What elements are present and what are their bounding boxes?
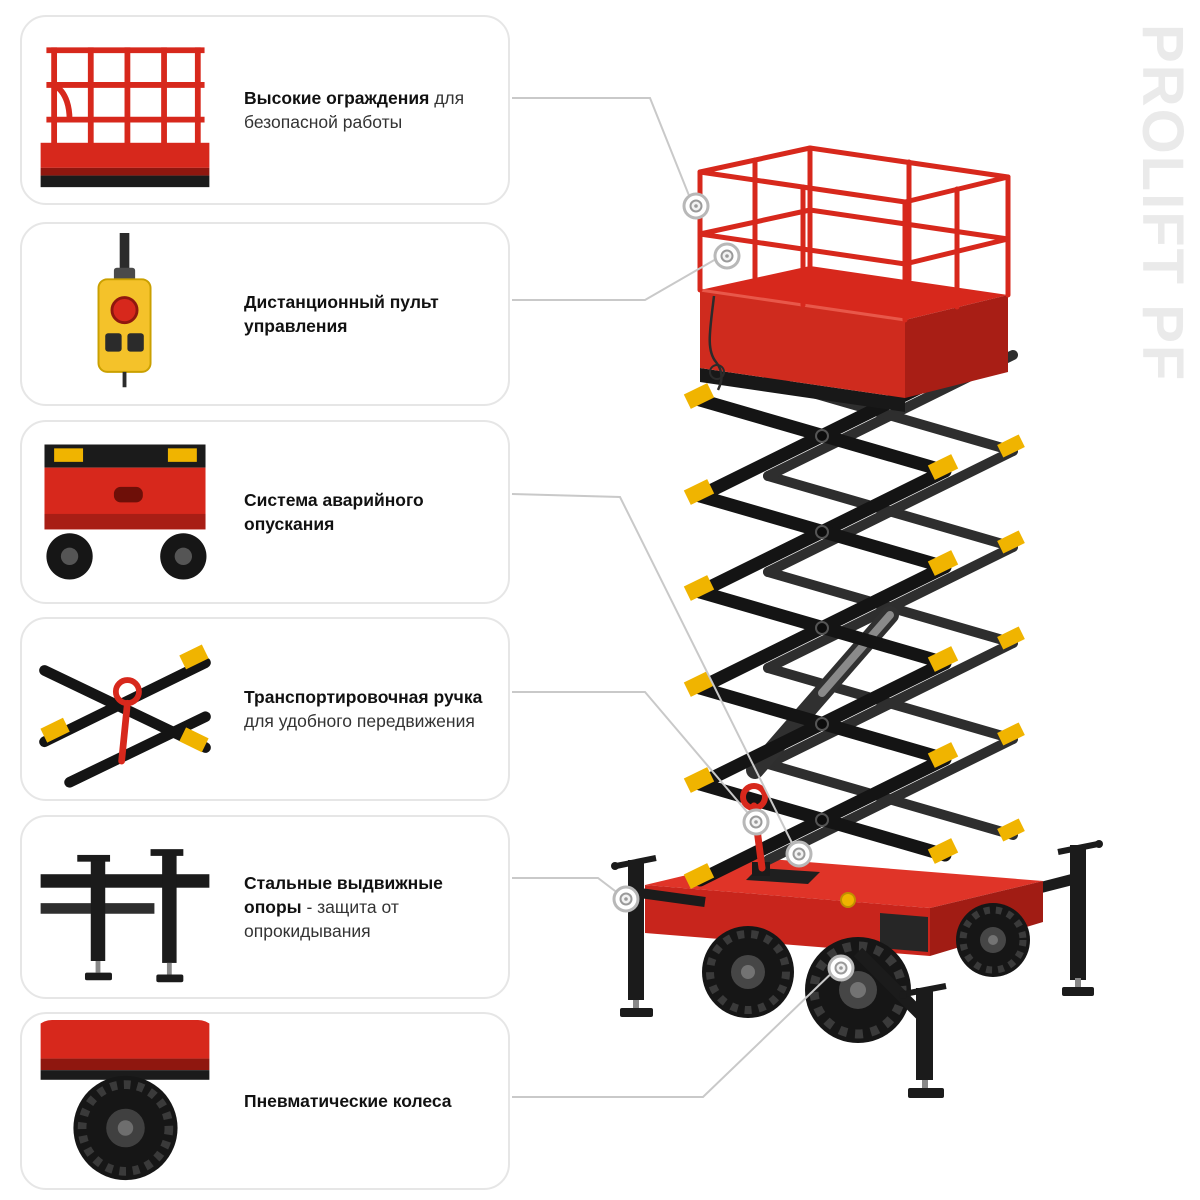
transport-handle-detail bbox=[39, 628, 211, 790]
feature-card-outriggers: Стальные выдвижные опоры - защита от опр… bbox=[20, 815, 510, 999]
railings-photo bbox=[32, 29, 218, 191]
feature-desc: - защита от опрокидывания bbox=[244, 896, 399, 942]
feature-title: Стальные выдвижные опоры bbox=[244, 872, 443, 917]
feature-card-remote: Дистанционный пульт управления bbox=[20, 222, 510, 406]
feature-title: Пневматические колеса bbox=[244, 1090, 452, 1111]
feature-desc: для безопасной работы bbox=[244, 87, 465, 132]
lift-platform bbox=[699, 266, 1008, 412]
callout-lines bbox=[511, 97, 840, 1098]
emergency-lowering-detail bbox=[40, 431, 210, 593]
wheel-front-left bbox=[702, 926, 794, 1018]
callout-markers bbox=[612, 192, 855, 982]
watermark-text: PROLIFT PF bbox=[1130, 24, 1195, 383]
feature-card-wheels: Пневматические колеса bbox=[20, 1012, 510, 1190]
feature-card-handle: Транспортировочная ручка для удобного пе… bbox=[20, 617, 510, 801]
lift-wheels bbox=[702, 903, 1030, 1043]
platform-railings bbox=[697, 145, 1011, 323]
callout-marker-emergency bbox=[785, 840, 813, 868]
callout-marker-railings bbox=[682, 192, 710, 220]
callout-marker-remote bbox=[713, 242, 741, 270]
remote-photo bbox=[32, 233, 218, 395]
wheels-photo bbox=[32, 1020, 218, 1182]
callout-marker-wheels bbox=[827, 954, 855, 982]
wheels-detail bbox=[40, 1020, 210, 1182]
feature-text-wheels: Пневматические колеса bbox=[244, 1089, 496, 1113]
remote-control-detail bbox=[40, 233, 210, 395]
slide-pads-front bbox=[683, 358, 959, 889]
outriggers-detail bbox=[40, 826, 210, 988]
outrigger-front bbox=[853, 947, 947, 1098]
pendant-cable bbox=[708, 295, 725, 391]
pivot-bolts bbox=[815, 429, 829, 827]
feature-text-remote: Дистанционный пульт управления bbox=[244, 290, 496, 338]
feature-text-emergency: Система аварийного опускания bbox=[244, 488, 496, 536]
outriggers-photo bbox=[32, 826, 218, 988]
feature-title: Транспортировочная ручка bbox=[244, 686, 483, 707]
feature-desc: для удобного передвижения bbox=[244, 711, 475, 731]
feature-title: Система аварийного опускания bbox=[244, 489, 424, 534]
slide-pads-back bbox=[997, 434, 1025, 842]
feature-text-railings: Высокие ограждения для безопасной работы bbox=[244, 86, 496, 134]
handle-photo bbox=[32, 628, 218, 790]
feature-text-handle: Транспортировочная ручка для удобного пе… bbox=[244, 685, 496, 733]
feature-title: Дистанционный пульт управления bbox=[244, 291, 439, 336]
feature-card-emergency: Система аварийного опускания bbox=[20, 420, 510, 604]
feature-text-outriggers: Стальные выдвижные опоры - защита от опр… bbox=[244, 871, 496, 943]
callout-marker-handle bbox=[742, 808, 770, 836]
emergency-photo bbox=[32, 431, 218, 593]
wheel-rear-right bbox=[956, 903, 1030, 977]
railing-detail bbox=[40, 29, 210, 191]
feature-card-railings: Высокие ограждения для безопасной работы bbox=[20, 15, 510, 205]
feature-title: Высокие ограждения bbox=[244, 87, 430, 108]
callout-marker-outriggers bbox=[612, 885, 640, 913]
